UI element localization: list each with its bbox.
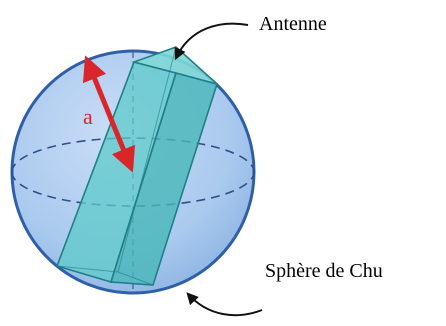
radius-label: a bbox=[83, 104, 93, 129]
radius-arrow bbox=[82, 55, 136, 173]
antenna-pointer-arrow bbox=[174, 22, 249, 61]
equator-dashed-line bbox=[11, 137, 255, 173]
equator-dashed-line-front bbox=[11, 171, 255, 207]
sphere-pointer-arrow bbox=[186, 292, 263, 317]
antenna-label: Antenne bbox=[259, 13, 327, 35]
sphere-label: Sphère de Chu bbox=[265, 260, 383, 282]
